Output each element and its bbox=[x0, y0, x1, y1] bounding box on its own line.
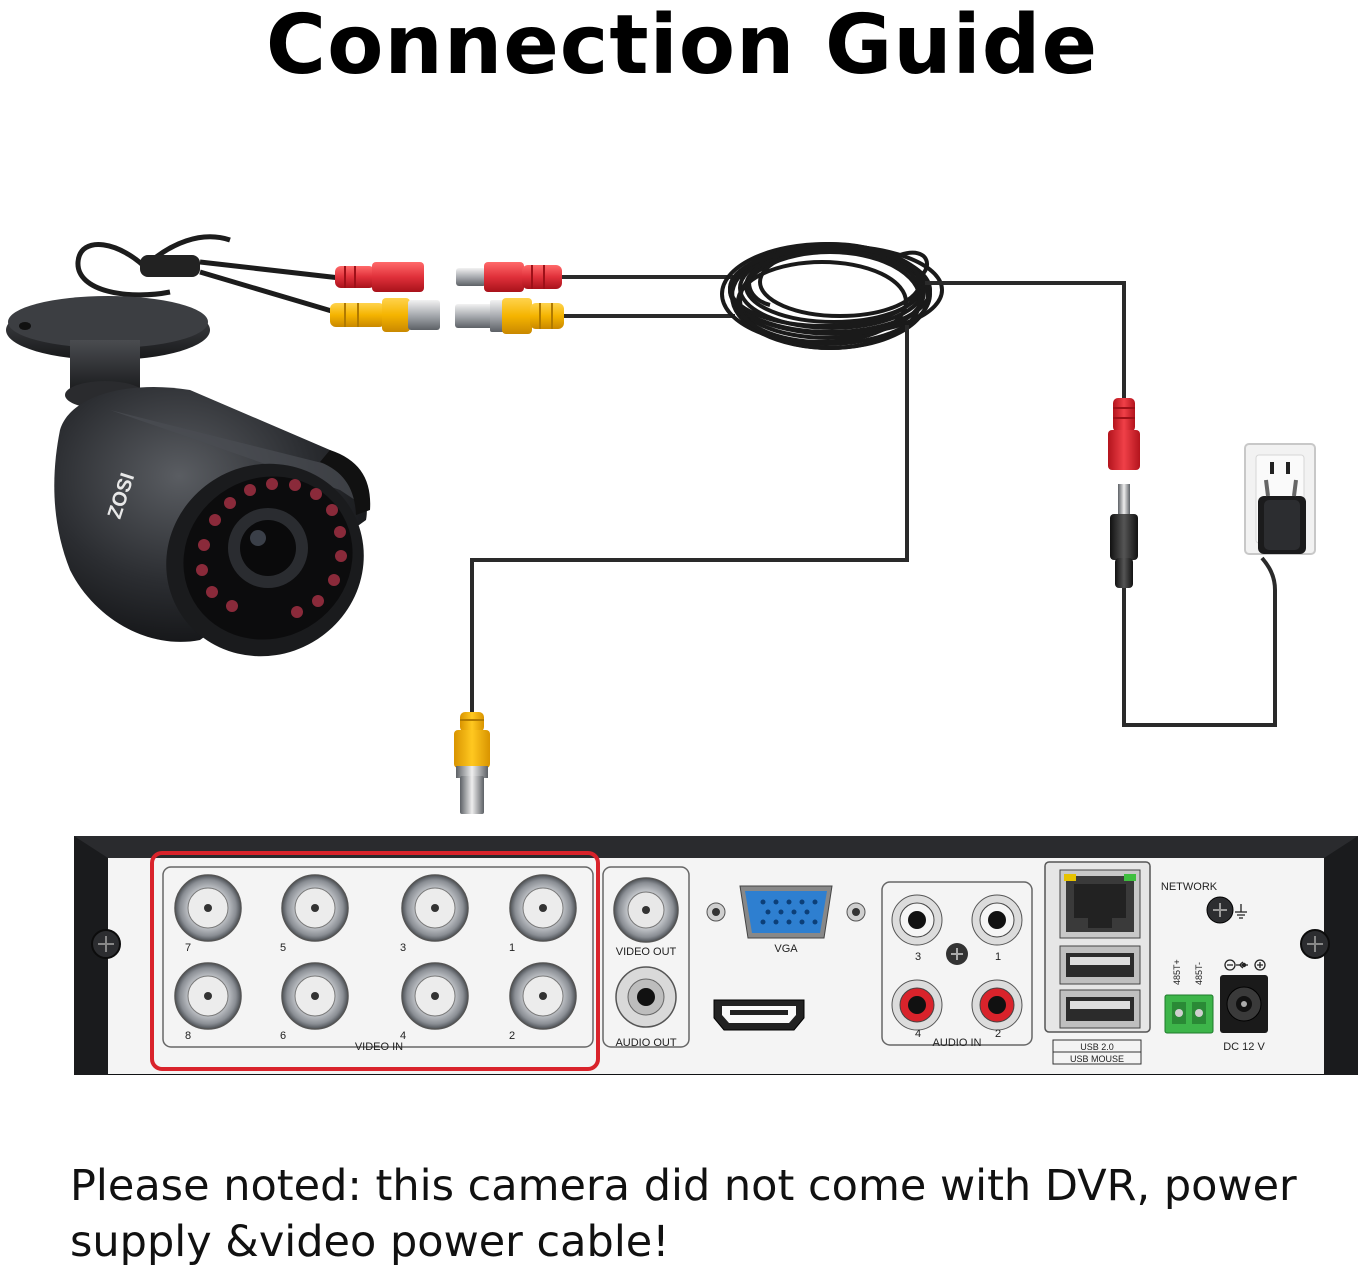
usb-port-1 bbox=[1059, 945, 1141, 985]
video-in-highlight bbox=[150, 851, 600, 1071]
adapter-dc-plug bbox=[1110, 484, 1138, 588]
bnc-port-4 bbox=[401, 962, 469, 1030]
dvr-back-panel: 7 5 3 1 8 6 4 2 VIDEO IN VIDEO OUT AUDIO OUT bbox=[74, 836, 1358, 1075]
cable-power-female-plug bbox=[1108, 398, 1140, 470]
video-out-label: VIDEO OUT bbox=[616, 946, 677, 958]
camera-power-plug bbox=[335, 262, 424, 292]
rca-port-label: 2 bbox=[995, 1028, 1001, 1040]
bnc-port-label: 3 bbox=[400, 942, 406, 954]
audio-out-port bbox=[615, 966, 677, 1028]
rca-port-label: 3 bbox=[915, 951, 921, 963]
dvr-video-plug bbox=[454, 712, 490, 814]
dc-power-jack bbox=[1220, 975, 1268, 1033]
usb-port-2 bbox=[1059, 989, 1141, 1029]
vga-port bbox=[706, 885, 866, 939]
rca-port-2 bbox=[971, 979, 1023, 1031]
power-adapter bbox=[1244, 443, 1316, 555]
power-line bbox=[925, 281, 1126, 400]
page-title: Connection Guide bbox=[265, 0, 1099, 93]
bnc-port-label: 1 bbox=[509, 942, 515, 954]
ground-icon bbox=[1235, 904, 1247, 919]
cable-video-plug bbox=[455, 298, 564, 334]
video-in-ports: 7 5 3 1 8 6 4 2 bbox=[174, 874, 577, 1042]
bullet-camera: ZOSI bbox=[6, 234, 371, 657]
bnc-port-2 bbox=[509, 962, 577, 1030]
camera-video-plug bbox=[330, 298, 440, 332]
rca-port-4 bbox=[891, 979, 943, 1031]
rs485-terminal bbox=[1164, 994, 1214, 1034]
video-out-port bbox=[613, 877, 679, 943]
bnc-port-label: 8 bbox=[185, 1030, 191, 1042]
rs485-plus-label: 485T+ bbox=[1172, 959, 1182, 985]
vga-label: VGA bbox=[774, 943, 798, 955]
ground-screw bbox=[1206, 896, 1247, 924]
usb-label: USB 2.0 bbox=[1080, 1042, 1114, 1052]
rca-port-1 bbox=[971, 894, 1023, 946]
rca-port-3 bbox=[891, 894, 943, 946]
rs485-minus-label: 485T- bbox=[1194, 962, 1204, 985]
usb-mouse-label: USB MOUSE bbox=[1070, 1054, 1124, 1064]
ethernet-port bbox=[1059, 869, 1141, 939]
video-line bbox=[470, 325, 909, 715]
bnc-port-8 bbox=[174, 962, 242, 1030]
rca-port-label: 4 bbox=[915, 1028, 921, 1040]
bnc-port-7 bbox=[174, 874, 242, 942]
bnc-port-label: 6 bbox=[280, 1030, 286, 1042]
bnc-port-label: 7 bbox=[185, 942, 191, 954]
bnc-port-5 bbox=[281, 874, 349, 942]
network-label: NETWORK bbox=[1161, 881, 1218, 893]
audio-in-ports: 3 1 4 2 bbox=[891, 894, 1023, 1040]
bnc-port-3 bbox=[401, 874, 469, 942]
bnc-port-label: 2 bbox=[509, 1030, 515, 1042]
video-in-label: VIDEO IN bbox=[355, 1041, 403, 1053]
connection-diagram: ZOSI bbox=[6, 234, 1358, 1075]
cable-coil bbox=[720, 242, 944, 350]
disclaimer-note: Please noted: this camera did not come w… bbox=[70, 1161, 1297, 1267]
audio-in-label: AUDIO IN bbox=[933, 1037, 982, 1049]
cable-power-plug bbox=[456, 262, 562, 292]
adapter-cable bbox=[1122, 556, 1277, 727]
audio-out-label: AUDIO OUT bbox=[615, 1037, 676, 1049]
bnc-port-1 bbox=[509, 874, 577, 942]
bnc-port-label: 4 bbox=[400, 1030, 406, 1042]
dc-label: DC 12 V bbox=[1223, 1041, 1265, 1053]
rca-port-label: 1 bbox=[995, 951, 1001, 963]
hdmi-port bbox=[713, 999, 805, 1031]
bnc-port-6 bbox=[281, 962, 349, 1030]
dc-polarity-icon bbox=[1224, 959, 1266, 971]
bnc-port-label: 5 bbox=[280, 942, 286, 954]
